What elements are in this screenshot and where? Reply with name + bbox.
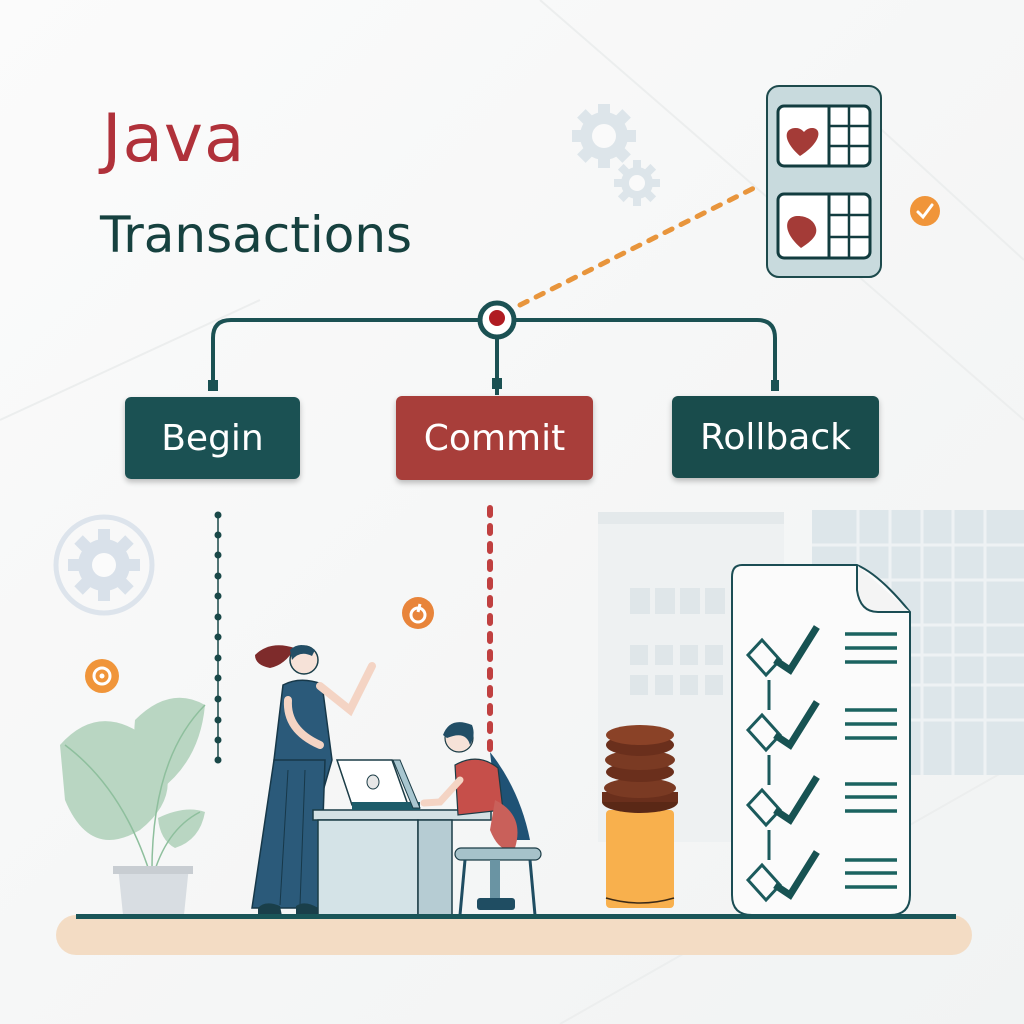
person-standing-illustration — [251, 645, 376, 916]
rollback-node[interactable]: Rollback — [672, 396, 879, 478]
begin-node[interactable]: Begin — [125, 397, 300, 479]
power-badge-icon — [402, 597, 434, 629]
checklist-document-icon — [731, 564, 911, 916]
begin-label: Begin — [161, 417, 264, 459]
hub-node — [477, 300, 517, 340]
target-badge-icon — [85, 659, 119, 693]
coin-stack-icon — [602, 725, 678, 908]
commit-node[interactable]: Commit — [396, 396, 593, 480]
dotted-connector — [517, 182, 763, 308]
title-java: Java — [102, 100, 246, 177]
floor — [56, 914, 972, 955]
commit-label: Commit — [423, 417, 566, 459]
check-badge-icon — [910, 196, 940, 226]
title-transactions: Transactions — [100, 206, 413, 264]
begin-dotted-line — [214, 511, 222, 764]
database-card-icon — [766, 85, 882, 278]
plant-illustration — [60, 697, 206, 915]
person-seated-illustration — [420, 722, 542, 916]
desk-illustration — [312, 759, 492, 916]
rollback-label: Rollback — [700, 416, 851, 458]
gears-icon — [572, 104, 660, 206]
settings-gear-icon — [53, 514, 155, 616]
